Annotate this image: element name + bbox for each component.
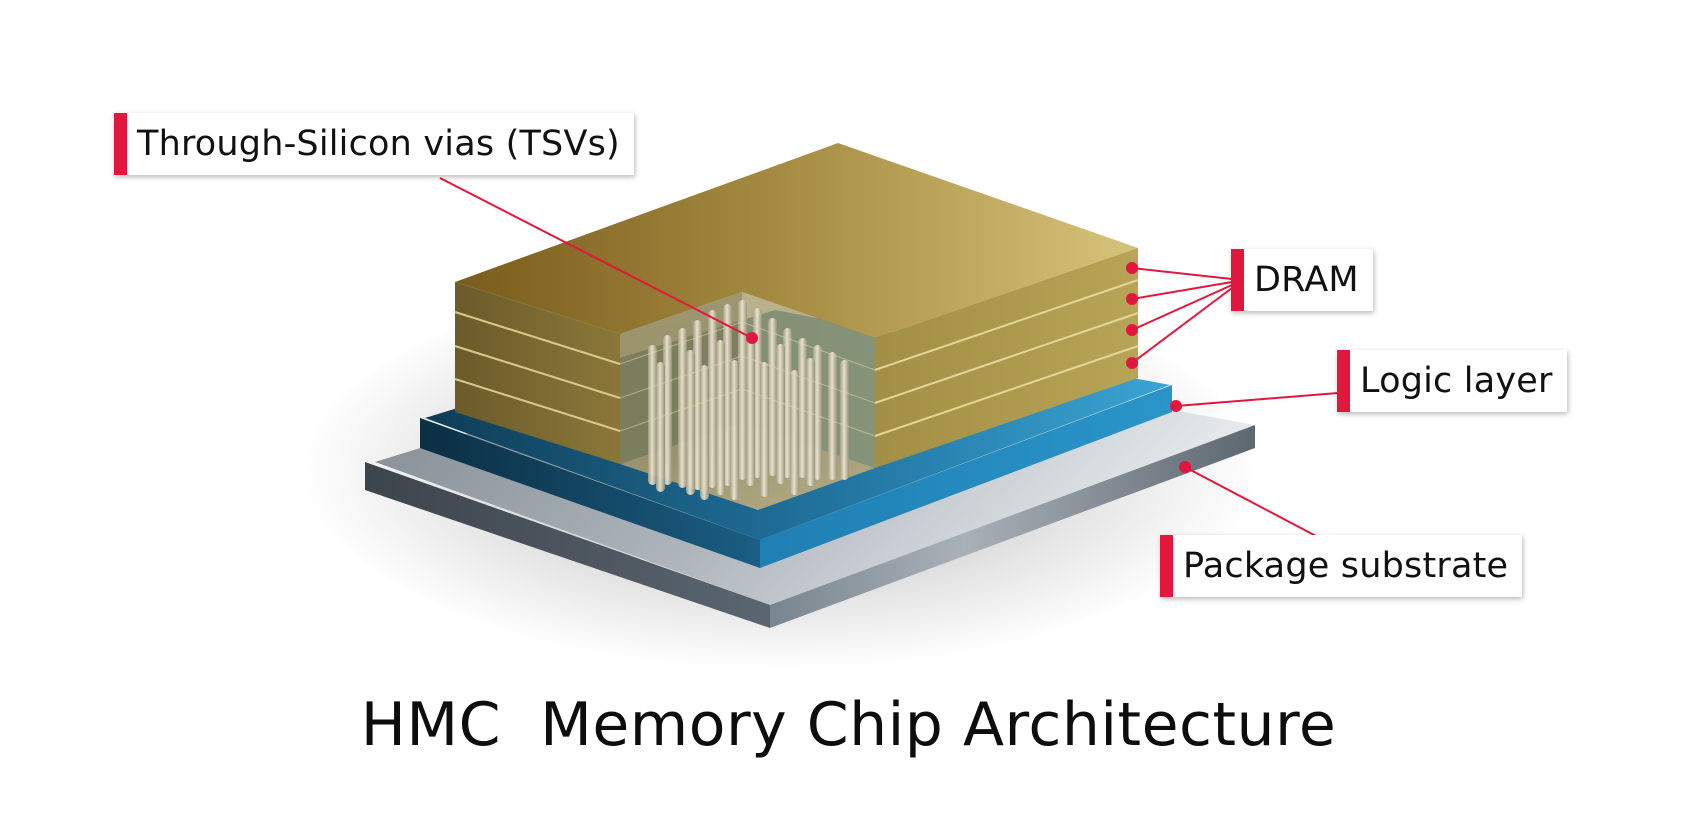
callout-tsv: Through-Silicon vias (TSVs) — [114, 113, 634, 175]
logic-leader-dot — [1170, 400, 1182, 412]
callout-package-substrate: Package substrate — [1160, 535, 1523, 597]
callout-accent-bar — [1337, 350, 1350, 412]
tsv-leader-dot — [746, 332, 758, 344]
leader-lines — [439, 177, 1339, 537]
dram-leader-dot-1 — [1126, 262, 1138, 274]
dram-leader-line-1 — [1131, 267, 1233, 280]
dram-leader-line-3 — [1131, 284, 1233, 331]
callout-dram: DRAM — [1231, 249, 1373, 311]
dram-stack — [454, 143, 1139, 510]
tsv-pillars — [648, 300, 849, 500]
dram-leader-line-4 — [1131, 287, 1233, 364]
dram-leader-dot-4 — [1126, 357, 1138, 369]
callout-accent-bar — [1160, 535, 1173, 597]
substrate-leader-dot — [1179, 461, 1191, 473]
callout-logic-label: Logic layer — [1360, 361, 1553, 401]
tsv-leader-line — [439, 177, 753, 339]
substrate-leader-line — [1184, 466, 1317, 537]
callout-substrate-label: Package substrate — [1183, 546, 1509, 586]
callout-accent-bar — [114, 113, 127, 175]
leader-dots — [746, 262, 1191, 473]
dram-leader-dot-2 — [1126, 293, 1138, 305]
callout-tsv-label: Through-Silicon vias (TSVs) — [137, 124, 620, 164]
callout-accent-bar — [1231, 249, 1244, 311]
dram-leader-line-2 — [1131, 281, 1233, 300]
diagram-title: HMC Memory Chip Architecture — [360, 690, 1337, 760]
callout-logic-layer: Logic layer — [1337, 350, 1567, 412]
dram-leader-dot-3 — [1126, 324, 1138, 336]
callout-dram-label: DRAM — [1254, 260, 1359, 300]
logic-leader-line — [1175, 392, 1339, 407]
